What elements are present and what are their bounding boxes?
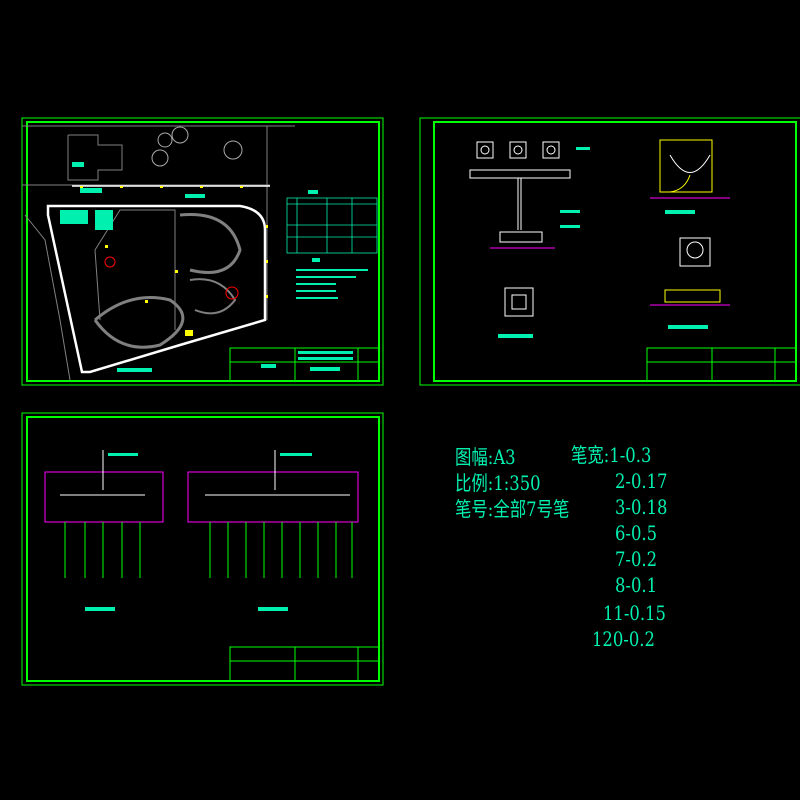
sheet-size-note: 图幅:A3 [455,445,516,469]
scale-note: 比例:1:350 [455,471,541,495]
pen-number-note: 笔号:全部7号笔 [455,497,570,521]
pen-width-item: 6-0.5 [615,521,658,545]
sheet-lamp-details [419,117,800,386]
sheet-distribution-system [21,412,384,686]
sheet-site-plan [21,117,384,386]
pen-width-item: 11-0.15 [603,601,666,625]
pen-width-item: 120-0.2 [592,627,655,651]
pen-width-item: 8-0.1 [615,573,658,597]
pen-width-item: 2-0.17 [615,469,668,493]
legend-table [286,197,378,254]
pen-width-item: 3-0.18 [615,495,668,519]
pen-width-item: 7-0.2 [615,547,658,571]
title-block [229,347,380,382]
pen-width-label: 笔宽:1-0.3 [571,443,652,467]
